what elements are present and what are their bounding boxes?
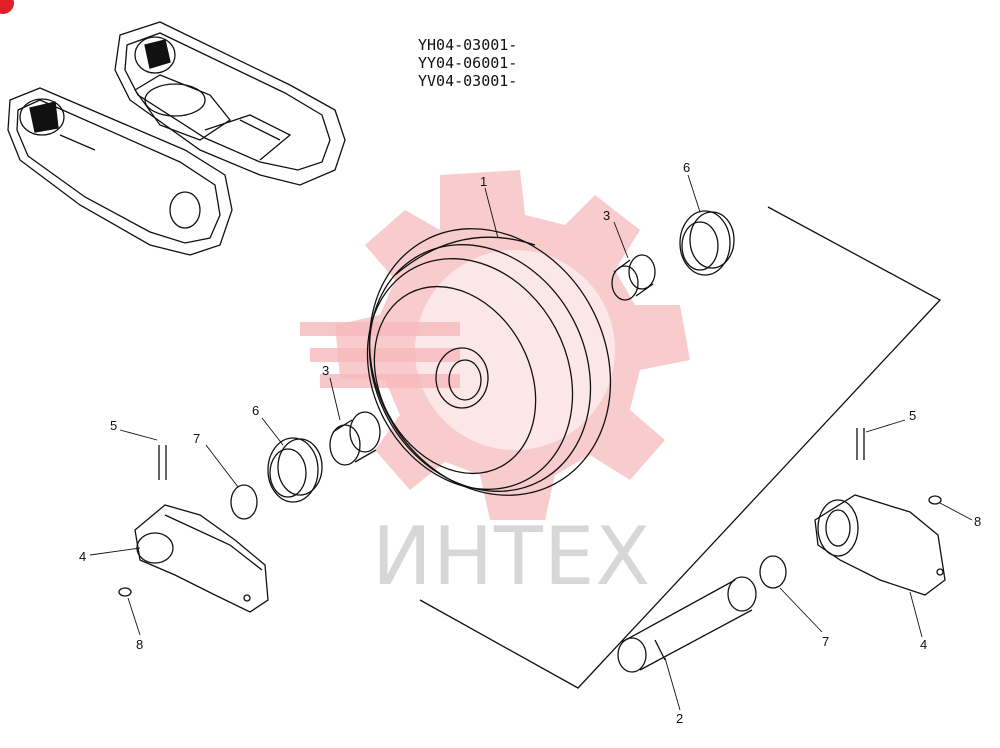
pin-right bbox=[856, 428, 865, 460]
shaft bbox=[617, 576, 757, 673]
idler-wheel bbox=[366, 228, 612, 496]
part-label-oring-right: 7 bbox=[822, 634, 829, 649]
part-label-pin-right: 5 bbox=[909, 408, 916, 423]
leader-lines bbox=[89, 174, 973, 711]
reference-plane bbox=[419, 206, 942, 689]
watermark-text: ИНТЕХ bbox=[372, 510, 652, 603]
part-label-shaft: 2 bbox=[676, 711, 683, 726]
part-label-idler-wheel: 1 bbox=[480, 174, 487, 189]
part-label-bushing-right: 3 bbox=[603, 208, 610, 223]
part-label-bracket-left: 4 bbox=[79, 549, 86, 564]
part-label-oring-left: 7 bbox=[193, 431, 200, 446]
part-label-plug-right: 8 bbox=[974, 514, 981, 529]
bushing-right bbox=[611, 254, 656, 301]
serial-codes: YH04-03001- YY04-06001- YV04-03001- bbox=[418, 36, 517, 90]
serial-code: YY04-06001- bbox=[418, 54, 518, 72]
corner-badge bbox=[0, 0, 14, 14]
serial-code: YV04-03001- bbox=[418, 72, 518, 90]
plug-left bbox=[118, 587, 132, 597]
bracket-right bbox=[814, 494, 946, 596]
part-label-plug-left: 8 bbox=[136, 637, 143, 652]
pin-left bbox=[158, 445, 167, 480]
bracket-left bbox=[134, 504, 269, 613]
serial-code: YH04-03001- bbox=[418, 36, 518, 54]
undercarriage-thumbnail bbox=[7, 21, 346, 256]
seal-right bbox=[679, 210, 735, 276]
part-label-seal-right: 6 bbox=[683, 160, 690, 175]
oring-right bbox=[759, 555, 787, 589]
part-label-bracket-right: 4 bbox=[920, 637, 927, 652]
plug-right bbox=[928, 495, 942, 505]
part-label-bushing-left: 3 bbox=[322, 363, 329, 378]
bushing-left bbox=[329, 411, 381, 466]
part-label-pin-left: 5 bbox=[110, 418, 117, 433]
seal-left bbox=[267, 437, 323, 503]
part-label-seal-left: 6 bbox=[252, 403, 259, 418]
oring-left bbox=[230, 484, 258, 520]
